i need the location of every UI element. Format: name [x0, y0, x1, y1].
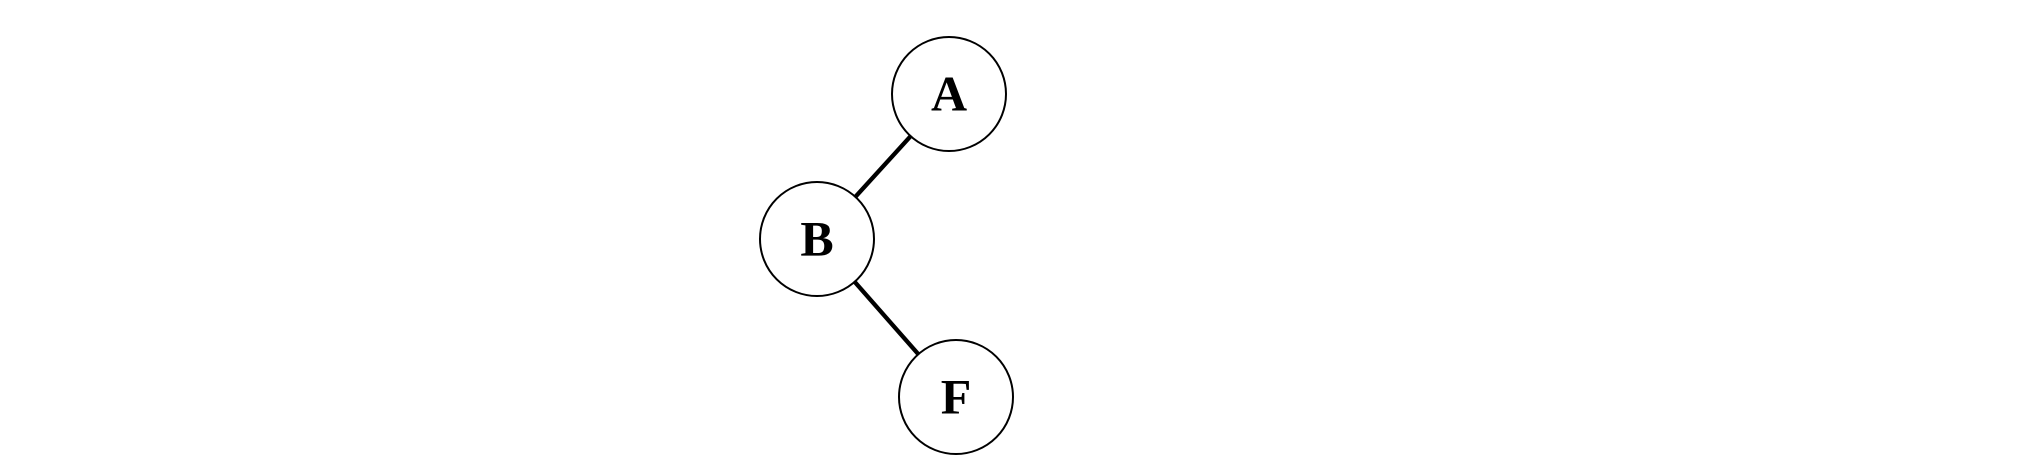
node-circle-F	[898, 339, 1014, 455]
node-circle-B	[759, 181, 875, 297]
node-label-A: A	[931, 66, 967, 122]
node-label-F: F	[941, 369, 972, 425]
node-B: B	[759, 181, 875, 297]
node-circle-A	[891, 36, 1007, 152]
node-A: A	[891, 36, 1007, 152]
node-F: F	[898, 339, 1014, 455]
node-label-B: B	[800, 211, 833, 267]
